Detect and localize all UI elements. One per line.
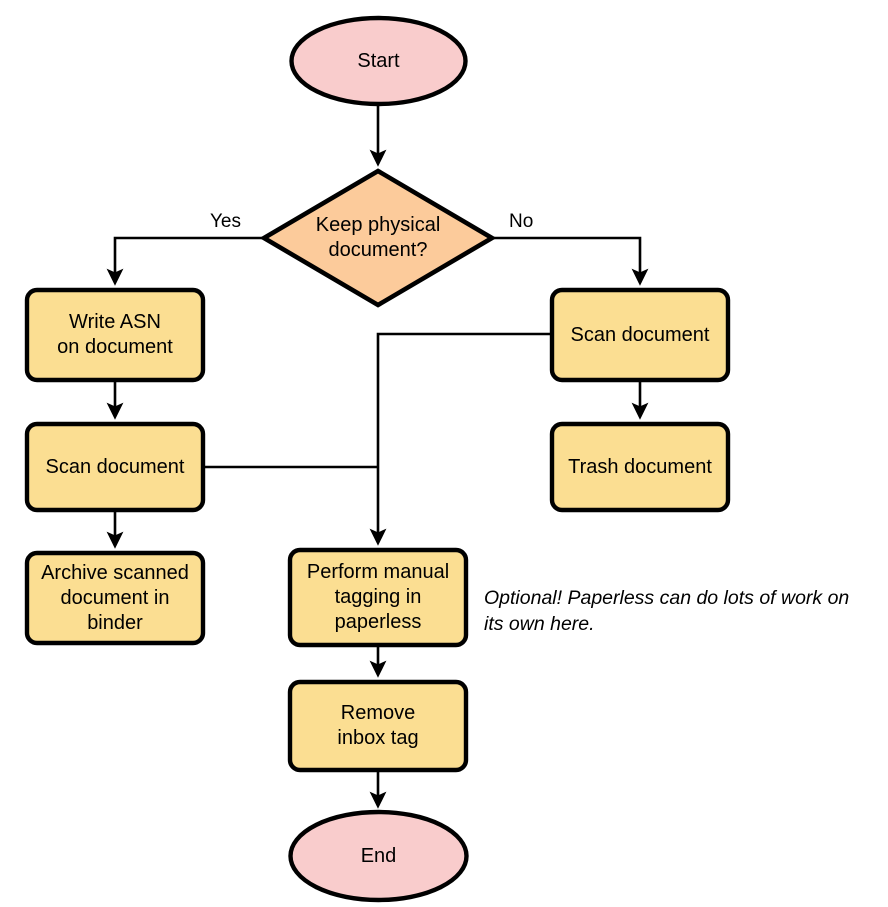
edge-decision-no-to-scan-right xyxy=(492,236,649,286)
node-scan-left-shape xyxy=(24,421,206,513)
node-manual-tagging-shape xyxy=(287,547,469,648)
node-remove-inbox-shape xyxy=(287,679,469,773)
edge-decision-yes-to-write-asn xyxy=(106,236,264,286)
edge-label-yes: Yes xyxy=(210,211,241,232)
node-end-shape xyxy=(288,809,469,903)
edge-label-no: No xyxy=(509,211,534,232)
node-archive-shape xyxy=(24,550,206,646)
node-trash-shape xyxy=(549,421,731,513)
node-decision-shape xyxy=(259,168,497,308)
edge-scan-right-to-manual-tagging xyxy=(369,332,552,546)
node-scan-right-shape xyxy=(549,287,731,383)
node-start-shape xyxy=(289,15,468,107)
optional-note: Optional! Paperless can do lots of work … xyxy=(484,587,850,635)
node-write-asn-shape xyxy=(24,287,206,383)
